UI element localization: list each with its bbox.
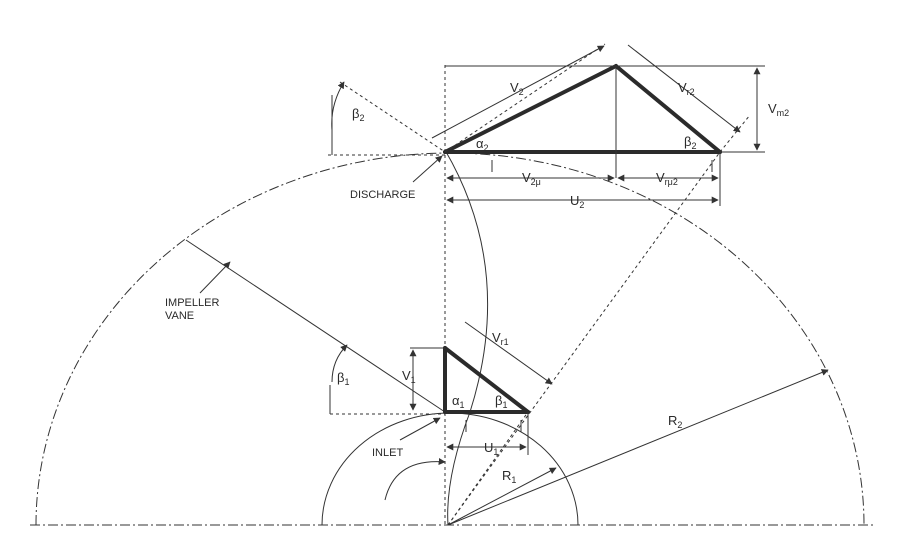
impeller-vane-line [185, 239, 446, 413]
label-discharge: DISCHARGE [350, 189, 415, 201]
radius-r2-line [447, 369, 829, 526]
label-vane: VANE [165, 310, 194, 322]
label-impeller: IMPELLER [165, 297, 219, 309]
label-r2: R2 [668, 413, 682, 430]
inner-circle-r1 [321, 412, 579, 526]
label-beta2-left: β2 [352, 106, 365, 123]
label-r1: R1 [502, 468, 516, 485]
label-alpha2: α2 [476, 136, 489, 153]
beta2-left-arc [331, 81, 345, 131]
inlet-pointer [399, 417, 441, 441]
vr2-extension [719, 114, 751, 153]
v2-offset-line [431, 45, 605, 139]
beta1-left-arc [331, 344, 348, 383]
rotation-arrow [384, 458, 446, 501]
impeller-vane-pointer [199, 261, 231, 294]
label-vr1: Vr1 [492, 330, 509, 347]
radius-r1-line [447, 467, 557, 526]
label-vru2: Vrμ2 [656, 170, 678, 187]
label-alpha1: α1 [452, 393, 465, 410]
label-u2: U2 [570, 193, 584, 210]
label-v2u: V2μ [522, 170, 541, 187]
impeller-vane-curve [444, 149, 489, 526]
outer-circle-r2 [35, 152, 865, 526]
label-beta2-right: β2 [684, 134, 697, 151]
label-v2: V2 [510, 80, 524, 97]
discharge-pointer [412, 155, 443, 183]
beta2-vane-tangent [444, 43, 606, 153]
label-v1: V1 [402, 368, 416, 385]
center-to-discharge-dashed [447, 151, 721, 526]
label-beta1-right: β1 [495, 393, 508, 410]
label-vr2: Vr2 [678, 80, 695, 97]
vr1-offset-line [464, 321, 553, 385]
center-to-inlet-dashed [447, 411, 529, 526]
v2-vector [443, 64, 618, 154]
label-u1: U1 [484, 440, 498, 457]
label-beta1-left: β1 [337, 370, 350, 387]
vr2-offset-line [627, 44, 741, 133]
label-vm2: Vm2 [768, 101, 789, 118]
vr2-vector [614, 64, 722, 154]
label-inlet: INLET [372, 447, 403, 459]
vr1-vector [443, 346, 530, 414]
